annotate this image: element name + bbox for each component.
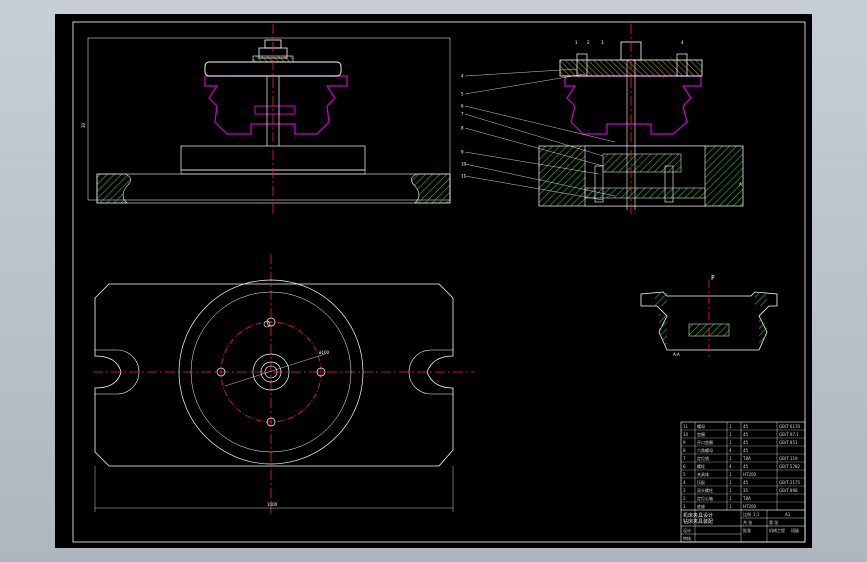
balloon-label: 2 (587, 40, 590, 45)
row-part-name: 螺栓 (697, 463, 705, 469)
balloon-label: 9 (461, 150, 464, 155)
school-name: 机械工程 (769, 527, 785, 533)
row-material: 45 (743, 448, 749, 453)
row-quantity: 1 (729, 424, 732, 429)
balloon-label: 6 (461, 104, 464, 109)
scale-label: 比例 (743, 511, 751, 517)
row-number: 2 (683, 496, 686, 501)
front-view: 30 (81, 24, 451, 214)
sheet-value: 第 张 (769, 519, 778, 525)
row-material: 35 (743, 488, 749, 493)
row-part-name: 开口垫圈 (697, 439, 713, 445)
section-view: A (464, 24, 744, 214)
balloon-label: 11 (461, 174, 467, 179)
row-number: 1 (683, 504, 686, 509)
row-number: 11 (683, 424, 689, 429)
class-name: 班级 (791, 527, 799, 533)
row-quantity: 1 (729, 440, 732, 445)
balloon-label: 4 (461, 74, 464, 79)
balloon-label: 7 (461, 112, 464, 117)
balloon-label: 5 (461, 92, 464, 97)
row-standard: GB/T 119 (779, 456, 798, 461)
drawing-name-line1: 机床夹具设计 (683, 512, 713, 519)
row-standard: GB/T 2175 (779, 480, 801, 485)
row-material: T8A (742, 496, 751, 501)
balloon-label: 8 (461, 126, 464, 131)
balloon-label: 3 (601, 40, 604, 45)
row-material: 45 (743, 432, 749, 437)
row-part-name: 底座 (697, 503, 705, 509)
row-part-name: 压板 (697, 479, 705, 485)
row-part-name: 双头螺柱 (697, 487, 713, 493)
balloon-labels-top: 1 2 3 4 (575, 40, 684, 45)
checker-label: 审核 (683, 535, 691, 541)
row-part-name: 定位销 (697, 455, 709, 461)
section-note: A-A (673, 352, 680, 357)
row-number: 3 (683, 488, 686, 493)
row-number: 9 (683, 440, 686, 445)
row-quantity: 4 (729, 464, 732, 469)
circle-dimension: ø100 (319, 350, 330, 355)
row-quantity: 1 (729, 472, 732, 477)
row-material: 45 (743, 464, 749, 469)
row-material: T8A (742, 456, 751, 461)
scale-value: 1:1 (753, 512, 760, 517)
balloon-label: 4 (681, 40, 684, 45)
row-part-name: 夹具体 (697, 471, 709, 477)
row-number: 6 (683, 464, 686, 469)
row-quantity: 1 (729, 504, 732, 509)
designer-label: 设计 (683, 527, 691, 533)
balloon-label: 1 (575, 40, 578, 45)
row-standard: GB/T 97.1 (779, 432, 799, 437)
row-standard: GB/T 851 (779, 440, 798, 445)
row-material: 45 (743, 424, 749, 429)
row-material: 45 (743, 480, 749, 485)
row-quantity: 1 (729, 480, 732, 485)
row-standard: GB/T 5782 (779, 464, 801, 469)
row-part-name: 螺母 (697, 423, 705, 429)
section-marker-label: F (711, 274, 715, 282)
row-quantity: 4 (729, 448, 732, 453)
row-number: 10 (683, 432, 689, 437)
part-detail-view: F A-A (640, 274, 778, 358)
row-part-name: 定位心轴 (697, 495, 713, 501)
row-material: 45 (743, 440, 749, 445)
row-quantity: 1 (729, 488, 732, 493)
row-material: HT200 (743, 504, 757, 509)
balloon-labels-left: 4 5 6 7 8 9 10 11 (461, 74, 467, 179)
plan-view: ø100 1000 (93, 254, 475, 514)
row-number: 4 (683, 480, 686, 485)
balloon-label: 10 (461, 162, 467, 167)
row-part-name: 六角螺母 (697, 447, 713, 453)
approve-label: 批准 (743, 527, 751, 533)
row-standard: GB/T 6170 (779, 424, 801, 429)
row-part-name: 垫圈 (697, 431, 705, 437)
paper-size: A1 (785, 512, 791, 517)
drawing-name-line2: 钻床夹具装配 (683, 518, 713, 525)
right-dimension: A (739, 182, 742, 187)
row-number: 5 (683, 472, 686, 477)
row-quantity: 1 (729, 432, 732, 437)
row-quantity: 1 (729, 456, 732, 461)
width-dimension: 1000 (267, 502, 278, 507)
row-material: HT200 (743, 472, 757, 477)
row-quantity: 1 (729, 496, 732, 501)
height-dimension: 30 (81, 122, 86, 128)
drawing-border (72, 21, 806, 543)
sheet-label: 共 张 (743, 519, 752, 525)
row-standard: GB/T 898 (779, 488, 798, 493)
row-number: 7 (683, 456, 686, 461)
row-number: 8 (683, 448, 686, 453)
